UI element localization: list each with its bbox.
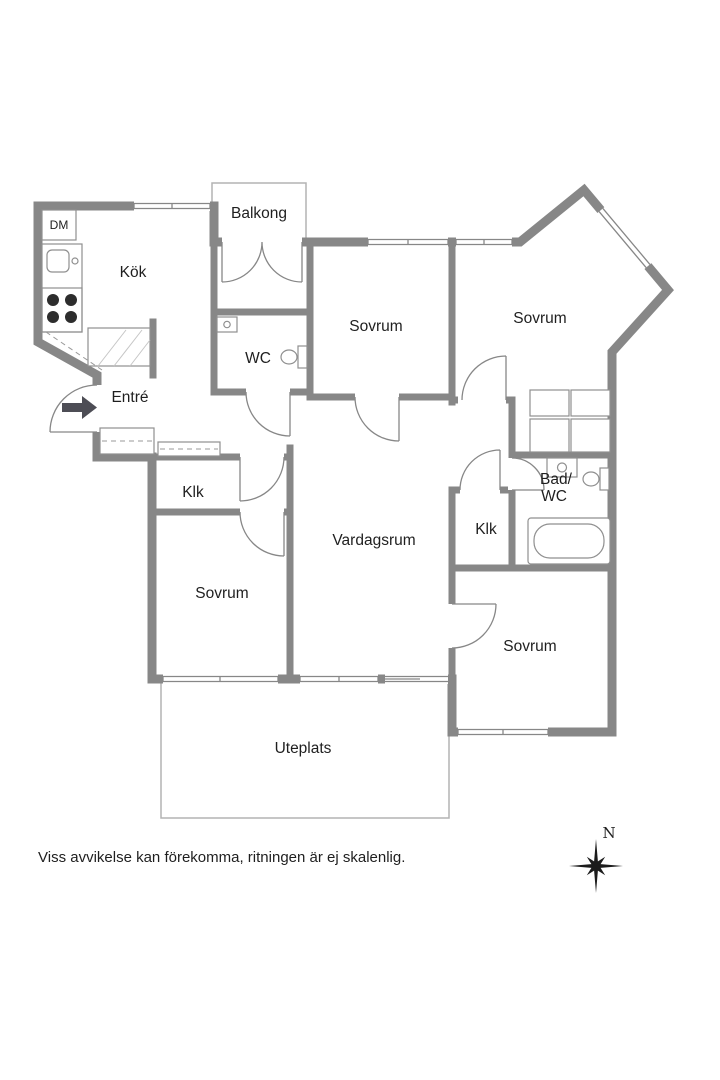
patio-door xyxy=(385,675,448,683)
hall-wardrobe xyxy=(99,427,155,455)
room-label-dm: DM xyxy=(50,218,69,232)
outer-openings xyxy=(92,201,548,737)
door-swings xyxy=(49,241,545,649)
wc-door xyxy=(245,391,291,437)
wardrobe xyxy=(570,389,611,417)
room-label-wc: WC xyxy=(245,350,271,367)
compass-star xyxy=(569,839,623,893)
closet-east-door xyxy=(459,449,501,491)
wardrobes xyxy=(99,389,611,457)
wardrobe xyxy=(529,389,570,417)
wardrobe xyxy=(570,418,611,453)
kitchen-fixtures xyxy=(41,209,151,371)
balcony-french-doors xyxy=(221,241,303,283)
sink-icon xyxy=(46,249,79,273)
counter-hatch xyxy=(97,329,151,367)
room-label-kok: Kök xyxy=(120,264,147,281)
window-south-east xyxy=(457,728,549,736)
room-label-balkong: Balkong xyxy=(231,205,287,222)
window-north-2 xyxy=(455,238,513,246)
inner-openings xyxy=(240,388,516,648)
room-label-entre: Entré xyxy=(111,389,148,406)
patio-outline xyxy=(160,681,450,819)
room-label-uteplats: Uteplats xyxy=(275,740,332,757)
wc-sink-icon xyxy=(216,316,238,333)
bedroom-ne-door xyxy=(461,355,507,401)
bedroom-mid-door xyxy=(354,396,400,442)
window-diagonal xyxy=(598,207,651,269)
wall-openings xyxy=(92,201,653,737)
disclaimer-text: Viss avvikelse kan förekomma, ritningen … xyxy=(38,849,406,866)
bedroom-se-door xyxy=(451,603,497,649)
window-south-1 xyxy=(162,675,279,683)
bath-sink-icon xyxy=(546,457,578,478)
bathroom-door xyxy=(511,457,545,491)
compass-north-label: N xyxy=(602,824,615,842)
dishwasher xyxy=(41,209,77,241)
stove-icon xyxy=(41,287,83,333)
wc-toilet-icon xyxy=(280,345,308,369)
room-label-klk-west: Klk xyxy=(182,484,204,501)
compass-rose-icon: N xyxy=(569,824,623,893)
window-south-2 xyxy=(299,675,379,683)
room-label-sovrum-sw: Sovrum xyxy=(195,585,248,602)
room-labels: DM Kök Balkong Sovrum Sovrum WC Entré Kl… xyxy=(50,205,573,757)
room-label-sovrum-nw: Sovrum xyxy=(349,318,402,335)
room-label-bad-line2: WC xyxy=(541,488,567,505)
room-label-sovrum-se: Sovrum xyxy=(503,638,556,655)
diagonal-window-opening xyxy=(596,206,653,270)
room-label-klk-east: Klk xyxy=(475,521,497,538)
inner-walls xyxy=(148,238,616,683)
closet-west-door xyxy=(239,456,285,502)
entrance-arrow-icon xyxy=(62,396,97,419)
entrance-door xyxy=(49,384,98,433)
ceiling-dash-line xyxy=(45,331,103,371)
bath-toilet-icon xyxy=(582,467,610,491)
wc-fixtures xyxy=(216,316,308,369)
room-label-vardagsrum: Vardagsrum xyxy=(332,532,415,549)
window-kitchen xyxy=(133,202,211,210)
room-label-sovrum-ne: Sovrum xyxy=(513,310,566,327)
window-north-1 xyxy=(367,238,449,246)
room-label-bad-line1: Bad/ xyxy=(540,471,573,488)
windows xyxy=(133,202,651,736)
wardrobe xyxy=(529,418,570,453)
bathtub-icon xyxy=(527,517,611,565)
bathroom-fixtures xyxy=(527,457,611,565)
bedroom-sw-door xyxy=(239,511,285,557)
outdoor-outlines xyxy=(160,182,450,819)
